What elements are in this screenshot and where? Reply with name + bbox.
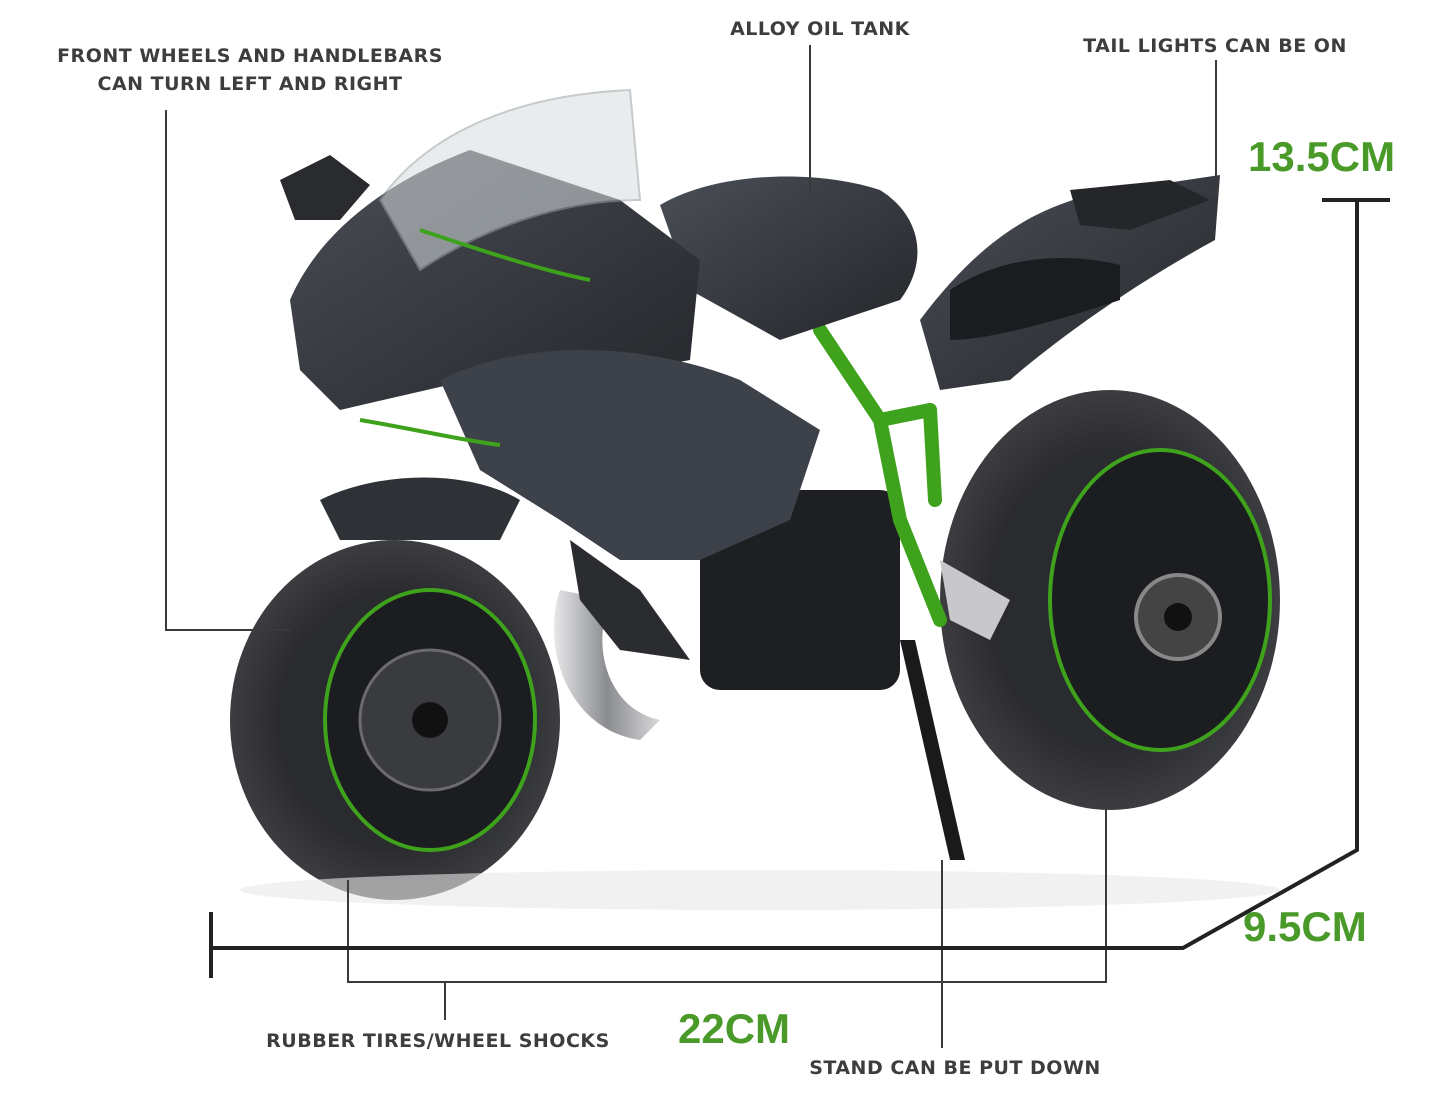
front-wheels-label-line2: CAN TURN LEFT AND RIGHT	[97, 73, 403, 95]
exhaust-pipes	[553, 590, 660, 740]
green-trim	[359, 228, 591, 447]
engine	[700, 490, 900, 690]
length-dimension: 22CM	[678, 1005, 791, 1052]
tires-bracket	[347, 800, 1107, 983]
width-dimension: 9.5CM	[1243, 903, 1367, 950]
tail-section	[920, 175, 1220, 390]
mirror	[280, 155, 370, 220]
oil-tank-label: ALLOY OIL TANK	[730, 18, 910, 40]
tires-label: RUBBER TIRES/WHEEL SHOCKS	[266, 1030, 610, 1052]
windscreen	[378, 88, 642, 272]
height-dimension: 13.5CM	[1248, 133, 1396, 180]
tail-lights-label: TAIL LIGHTS CAN BE ON	[1083, 35, 1347, 57]
front-wheel	[230, 540, 560, 900]
front-wheels-leader	[165, 110, 290, 631]
dimension-line	[211, 200, 1359, 950]
kickstand	[900, 640, 965, 860]
frame-trellis	[813, 323, 947, 627]
ground-shadow	[240, 870, 1280, 910]
front-wheels-label: FRONT WHEELS AND HANDLEBARS CAN TURN LEF…	[40, 42, 460, 98]
stand-label: STAND CAN BE PUT DOWN	[809, 1057, 1101, 1079]
foot-peg	[940, 560, 1010, 640]
fuel-tank	[660, 176, 918, 340]
rear-wheel	[940, 390, 1280, 810]
front-wheels-label-line1: FRONT WHEELS AND HANDLEBARS	[57, 45, 443, 67]
